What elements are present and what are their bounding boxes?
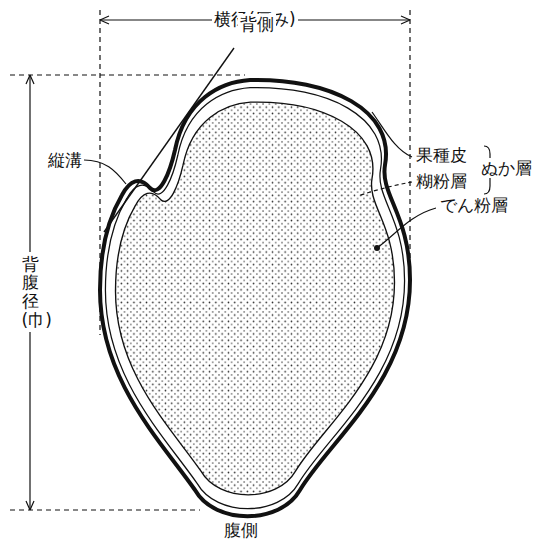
part-name: 縦溝 xyxy=(46,150,84,170)
part-name: 腹側 xyxy=(222,520,260,540)
part-name: 果種皮 xyxy=(414,145,469,165)
part-name: でん粉層 xyxy=(438,195,510,215)
dimension-label: 背腹径(巾) xyxy=(20,252,41,333)
part-name: ぬか層 xyxy=(479,158,534,178)
part-name: 糊粉層 xyxy=(414,171,469,191)
part-name: 背側 xyxy=(238,14,276,34)
